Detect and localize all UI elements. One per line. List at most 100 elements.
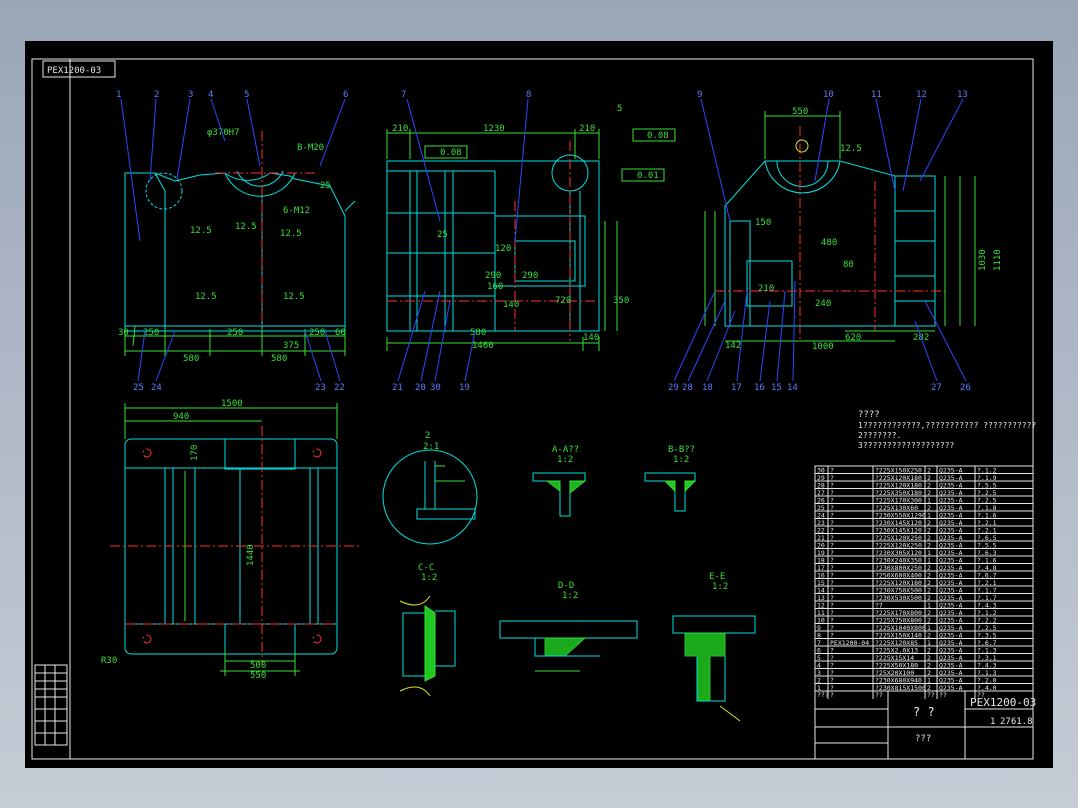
bom-cell: ?250X600X400 [875, 572, 922, 580]
bom-cell: ?225X15X14 [875, 654, 914, 662]
plan-view: 1500 940 1440 500 550 R30 170 [101, 399, 360, 681]
balloon-28: 28 [682, 383, 693, 393]
balloon-3: 3 [188, 90, 193, 100]
bom-cell: ?230X530X500 [875, 594, 922, 602]
bom-cell: Q235-A [939, 564, 963, 572]
balloon-22: 22 [334, 383, 345, 393]
bom-cell: 26 [817, 497, 825, 505]
bom-cell: ? [830, 662, 834, 670]
balloon-12: 12 [916, 90, 927, 100]
detail-view: 2 2:1 [382, 431, 478, 545]
bom-cell: Q235-A [939, 557, 963, 565]
bom-cell: ?225X120X85 [875, 639, 918, 647]
drawing-weight: 2761.8 [1000, 717, 1033, 727]
bom-cell: Q235-A [939, 594, 963, 602]
bom-cell: Q235-A [939, 572, 963, 580]
balloon-10: 10 [823, 90, 834, 100]
balloon-23: 23 [315, 383, 326, 393]
bom-cell: ?225X150X250 [875, 467, 922, 475]
bom-cell: ?225X170X300 [875, 497, 922, 505]
bom-cell: ? [830, 677, 834, 685]
bom-cell: 2 [927, 482, 931, 490]
balloon-6: 6 [343, 90, 348, 100]
svg-text:1:2: 1:2 [673, 455, 689, 465]
bom-cell: ?.6.5 [977, 534, 997, 542]
bom-cell: 2 [927, 587, 931, 595]
note-1: 1????????????,??????????? ??????????? [858, 421, 1036, 430]
bom-cell: Q235-A [939, 579, 963, 587]
dim-290-a: 290 [485, 271, 501, 281]
dim-1500: 1500 [221, 399, 243, 409]
cad-drawing: PEX1200-03 [31, 58, 1036, 760]
inner-frame [69, 58, 1034, 760]
dim-350: 350 [613, 296, 629, 306]
bom-cell: ?.2.1 [977, 519, 997, 527]
bom-cell: ? [830, 684, 834, 692]
bom-cell: 19 [817, 549, 825, 557]
balloon-11: 11 [871, 90, 882, 100]
bom-cell: ?.6.7 [977, 639, 997, 647]
bom-cell: 16 [817, 572, 825, 580]
bom-cell: ?.2.1 [977, 579, 997, 587]
balloon-18: 18 [702, 383, 713, 393]
bom-cell: 18 [817, 557, 825, 565]
balloon-14: 14 [787, 383, 798, 393]
section-b: B-B?? 1:2 [644, 445, 697, 512]
bom-cell: ?.3.1 [977, 654, 997, 662]
bom-cell: Q235-A [939, 527, 963, 535]
bom-cell: 24 [817, 512, 825, 520]
bom-cell: ?225X150X140 [875, 632, 922, 640]
bom-cell: 1 [927, 639, 931, 647]
bom-cell: ?225X120X180 [875, 579, 922, 587]
balloon-4: 4 [208, 90, 213, 100]
dim-140-b: 140 [503, 300, 519, 310]
bom-cell: ?225X120X250 [875, 542, 922, 550]
dim-5: 5 [617, 104, 622, 114]
bom-cell: ?.4.0 [977, 684, 997, 692]
roughness-r: 12.5 [840, 144, 862, 154]
bom-cell: ?.4.3 [977, 602, 997, 610]
bom-cell: ? [830, 467, 834, 475]
svg-text:1:2: 1:2 [712, 582, 728, 592]
margin-table [34, 664, 68, 746]
bom-cell: ?.1.8 [977, 504, 997, 512]
bom-cell: 2 [927, 632, 931, 640]
bom-cell: Q235-A [939, 677, 963, 685]
bom-cell: ?225X120X180 [875, 474, 922, 482]
bom-cell: 2 [927, 474, 931, 482]
balloon-9: 9 [697, 90, 702, 100]
bom-cell: ?.1.3 [977, 647, 997, 655]
dim-580-a: 580 [183, 354, 199, 364]
bom-cell: 28 [817, 482, 825, 490]
bom-cell: 5 [817, 654, 821, 662]
bom-cell: 2 [817, 677, 821, 685]
leaders-bottom [137, 280, 967, 382]
balloon-7: 7 [401, 90, 406, 100]
dim-550: 550 [792, 107, 808, 117]
bom-cell: ?.1.6 [977, 557, 997, 565]
bom-cell: ?225X170X800 [875, 609, 922, 617]
dim-720: 720 [555, 296, 571, 306]
label-m12: 6-M12 [283, 206, 310, 216]
bom-cell: ?.1.7 [977, 594, 997, 602]
bom-cell: Q235-A [939, 504, 963, 512]
bom-cell: ?230X550X1290 [875, 512, 926, 520]
bom-cell: 30 [817, 467, 825, 475]
bom-cell: ? [830, 497, 834, 505]
roughness-1: 12.5 [190, 226, 212, 236]
balloon-20: 20 [415, 383, 426, 393]
bom-cell: ?230X800X250 [875, 564, 922, 572]
svg-text:E-E: E-E [709, 572, 725, 582]
note-3: 3??????????????????? [858, 441, 955, 450]
company-text: ??? [915, 734, 931, 744]
bom-cell: ? [830, 602, 834, 610]
tol-001: 0.01 [637, 171, 659, 181]
bom-cell: 2 [927, 519, 931, 527]
detail-label: 2 [425, 431, 430, 441]
bom-cell: 14 [817, 587, 825, 595]
bom-cell: ? [830, 542, 834, 550]
bom-cell: 13 [817, 594, 825, 602]
bom-cell: Q235-A [939, 647, 963, 655]
bom-cell: ?225X130X60 [875, 504, 918, 512]
dim-120: 120 [495, 244, 511, 254]
